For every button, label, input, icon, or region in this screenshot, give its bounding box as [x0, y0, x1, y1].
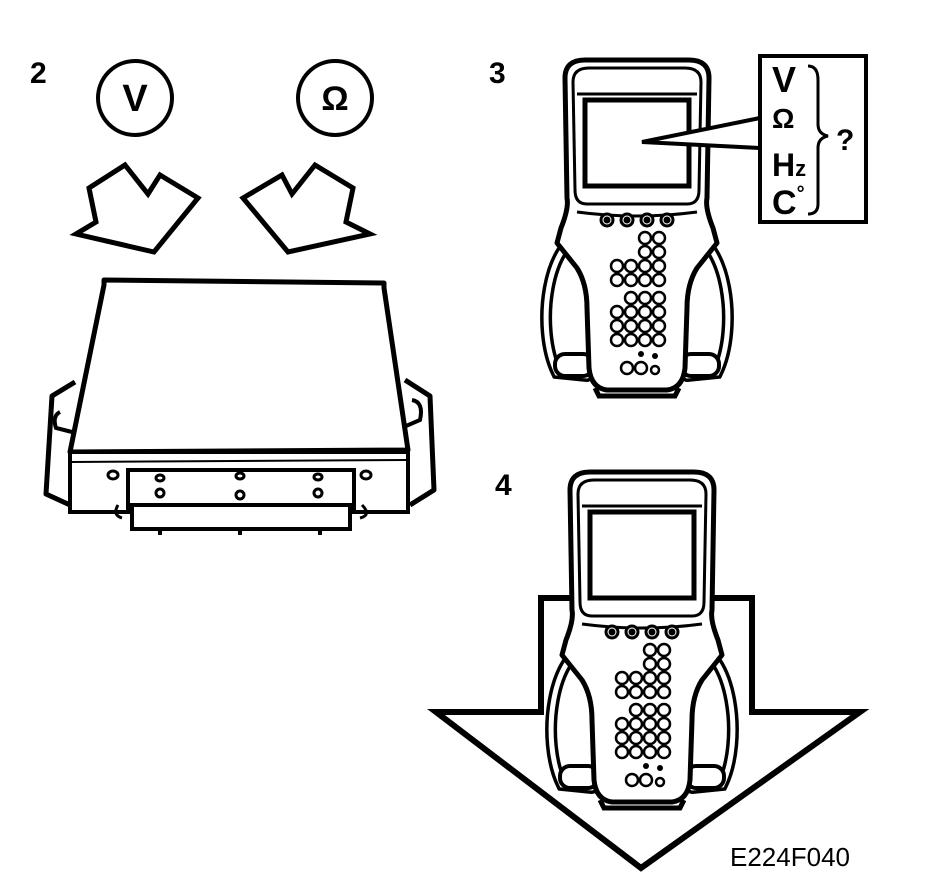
scan-tool-step3 [546, 60, 728, 396]
step-3-label: 3 [489, 57, 506, 90]
step-2-label: 2 [30, 57, 47, 90]
ohm-symbol-circle: Ω [296, 59, 374, 137]
readout-ohms: Ω [772, 103, 794, 134]
step-4-label: 4 [495, 469, 512, 502]
readout-question: ? [836, 124, 854, 157]
arrow-left-down [69, 161, 202, 255]
measurement-readout-box: V Ω Hz C° ? [758, 54, 868, 224]
voltage-symbol-circle: V [96, 59, 174, 137]
readout-hz: Hz [772, 147, 806, 183]
ohm-symbol: Ω [321, 80, 348, 118]
grouping-brace [807, 64, 829, 216]
arrow-right-down [239, 161, 378, 255]
voltage-symbol: V [122, 78, 148, 120]
control-module [43, 277, 437, 535]
readout-volts: V [772, 59, 796, 100]
figure-code: E224F040 [730, 842, 850, 872]
readout-celsius: C° [772, 183, 805, 222]
